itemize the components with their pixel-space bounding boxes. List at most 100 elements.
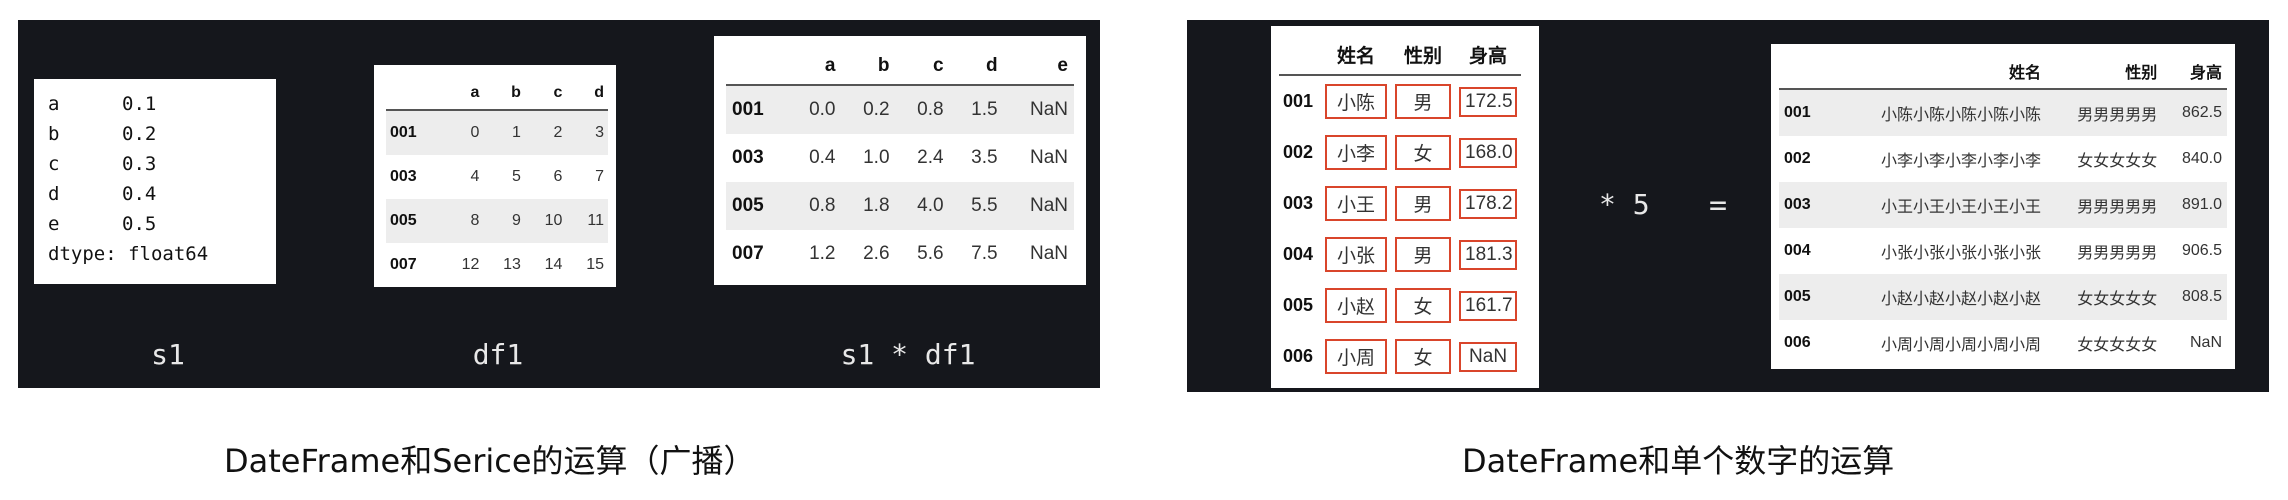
- highlighted-value: 女: [1395, 339, 1452, 374]
- table-cell: 小赵小赵小赵小赵小赵: [1881, 291, 2042, 308]
- highlighted-value: 小赵: [1325, 288, 1388, 323]
- row-index: 003: [1784, 196, 1811, 213]
- scalar-label: DateFrame和单个数字的运算: [1462, 442, 1895, 480]
- table-cell: NaN: [1029, 147, 1068, 168]
- column-header: e: [1003, 48, 1074, 86]
- caption-df1: df1: [472, 338, 524, 371]
- table-cell: 男: [1391, 229, 1455, 280]
- column-header: [1779, 54, 1827, 90]
- highlighted-value: 181.3: [1459, 239, 1518, 270]
- row-index: 003: [390, 168, 417, 185]
- highlighted-value: 男: [1395, 84, 1452, 119]
- series-value: 0.4: [122, 183, 157, 205]
- table-cell: 2.4: [917, 147, 944, 168]
- table-cell: 小周小周小周小周小周: [1881, 337, 2042, 354]
- row-index: 005: [1784, 288, 1811, 305]
- row-index: 005: [1283, 295, 1314, 315]
- table-cell: 1.5: [971, 99, 998, 120]
- table-cell: 1: [512, 124, 521, 141]
- table-cell: 1.2: [809, 243, 836, 264]
- table-row: 006 小周小周小周小周小周 女女女女女 NaN: [1779, 320, 2227, 366]
- table-cell: 12: [461, 256, 480, 273]
- table-cell: 168.0: [1455, 127, 1521, 178]
- table-cell: NaN: [2189, 334, 2222, 351]
- column-header: 身高: [1455, 34, 1522, 76]
- table-cell: 0.8: [917, 99, 944, 120]
- table-cell: 小赵: [1321, 280, 1391, 331]
- table-cell: 891.0: [2181, 196, 2222, 213]
- table-cell: 5.6: [917, 243, 944, 264]
- table-cell: 2: [553, 124, 563, 141]
- table-cell: 840.0: [2181, 150, 2222, 167]
- table-cell: 小陈: [1321, 75, 1391, 127]
- header-row: 姓名性别身高: [1279, 34, 1522, 76]
- series-dtype: dtype: float64: [48, 243, 209, 265]
- table-cell: 女女女女女: [2077, 153, 2158, 170]
- table-cell: 9: [512, 212, 521, 229]
- table-cell: 男: [1391, 178, 1455, 229]
- table-cell: 181.3: [1455, 229, 1521, 280]
- series-value: 0.1: [122, 93, 157, 115]
- table-cell: 8: [470, 212, 480, 229]
- highlighted-value: 161.7: [1459, 290, 1518, 321]
- highlighted-value: 女: [1395, 288, 1452, 323]
- series-key: c: [48, 153, 60, 175]
- table-cell: 161.7: [1455, 280, 1521, 331]
- column-header: 姓名: [1321, 34, 1392, 76]
- table-cell: 小陈小陈小陈小陈小陈: [1881, 107, 2042, 124]
- highlighted-value: 小陈: [1325, 84, 1388, 119]
- table-cell: 862.5: [2181, 104, 2222, 121]
- table-cell: 小张小张小张小张小张: [1881, 245, 2042, 262]
- table-cell: 小李小李小李小李小李: [1881, 153, 2042, 170]
- column-header: 性别: [2046, 54, 2163, 90]
- column-header: a: [441, 77, 484, 111]
- table-cell: 女女女女女: [2077, 337, 2158, 354]
- series-key: d: [48, 183, 60, 205]
- caption-result: s1 * df1: [840, 338, 976, 371]
- column-header: 性别: [1391, 34, 1456, 76]
- column-header: c: [524, 77, 567, 111]
- column-header: [1279, 34, 1322, 76]
- row-index: 006: [1784, 334, 1811, 351]
- series-value: 0.2: [122, 123, 157, 145]
- table-cell: 5.5: [971, 195, 998, 216]
- highlighted-value: NaN: [1459, 341, 1518, 372]
- row-index: 002: [1283, 142, 1314, 162]
- table-cell: 14: [544, 256, 563, 273]
- table-cell: 男男男男男: [2077, 245, 2158, 262]
- table-cell: 6: [553, 168, 563, 185]
- table-cell: 1.0: [863, 147, 890, 168]
- row-index: 006: [1283, 346, 1314, 366]
- row-index: 001: [1784, 104, 1811, 121]
- table-cell: 女女女女女: [2077, 291, 2158, 308]
- highlighted-value: 小王: [1325, 186, 1388, 221]
- table-cell: 2.6: [863, 243, 890, 264]
- column-header: b: [841, 48, 896, 86]
- table-cell: 172.5: [1455, 75, 1521, 127]
- table-cell: 4.0: [917, 195, 944, 216]
- table-cell: 1.8: [863, 195, 890, 216]
- table-cell: 0: [470, 124, 480, 141]
- table-cell: 0.8: [809, 195, 836, 216]
- table-cell: 男男男男男: [2077, 199, 2158, 216]
- column-header: b: [483, 77, 525, 111]
